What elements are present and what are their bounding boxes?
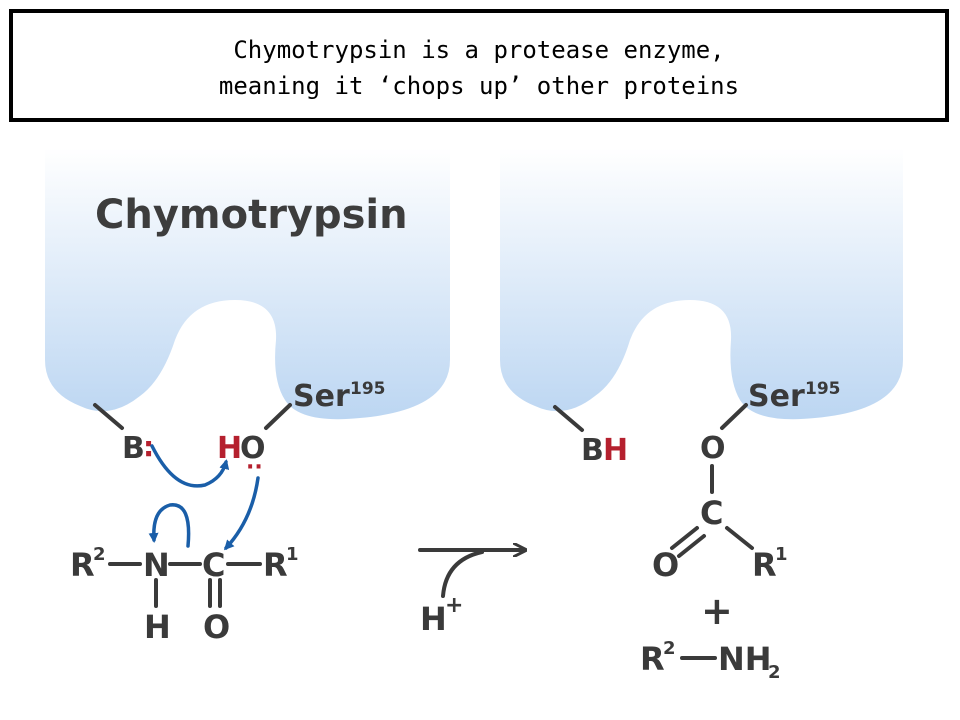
ser-number-right: 195 [805,379,841,399]
enzyme-name: Chymotrypsin [95,192,408,238]
bh-bond [553,405,584,432]
base-atom: B [122,431,145,466]
r2-group: R [70,546,95,584]
arrow-base-to-hydrogen [150,444,230,488]
amide-hydrogen: H [144,608,171,646]
ester-oxygen: O [700,431,726,466]
acyl-carbonyl-bond-2 [677,534,706,558]
ser-oxygen-bond-left [264,403,292,430]
caption-box: Chymotrypsin is a protease enzyme, meani… [9,9,949,122]
carbonyl-oxygen: O [203,608,230,646]
proton: H [420,600,447,638]
caption-line-2: meaning it ‘chops up’ other proteins [218,72,740,100]
r2-group-right: R [640,640,665,678]
carbonyl-carbon: C [202,546,225,584]
ser-label-left: Ser [293,379,350,414]
bh-hydrogen: H [603,433,628,468]
amine-subscript: 2 [768,662,781,683]
acyl-carbonyl-bond-1 [670,526,699,550]
base-bond [93,403,124,430]
acyl-carbonyl-oxygen: O [652,546,679,584]
ser-oxygen-bond-right [720,403,748,430]
r1-superscript: 1 [286,544,299,565]
amine-nh: NH [718,640,772,678]
enzyme-surface-right [500,148,903,420]
hydroxyl-hydrogen: H [217,431,242,466]
ser-number-left: 195 [350,379,386,399]
amide-nitrogen: N [143,546,170,584]
arrow-oxygen-to-carbon [223,476,260,551]
r1-superscript-right: 1 [775,544,788,565]
proton-charge: + [445,593,463,618]
acyl-carbon: C [700,494,723,532]
oxygen-lone-pair: ·· [246,455,263,480]
bh-base: B [581,433,604,468]
r1-group-right: R [752,546,777,584]
caption-line-1: Chymotrypsin is a protease enzyme, [233,36,725,64]
r2-superscript: 2 [93,544,106,565]
arrow-bond-to-nitrogen [148,503,191,548]
r1-group: R [263,546,288,584]
ser-label-right: Ser [748,379,805,414]
enzyme-surface-left [45,148,450,420]
c-r1-bond-right [725,526,754,550]
plus-sign: + [701,589,733,633]
hydroxyl-oxygen: O [240,431,266,466]
proton-curve [441,550,484,598]
base-lone-pair: : [143,430,154,463]
r2-superscript-right: 2 [663,638,676,659]
